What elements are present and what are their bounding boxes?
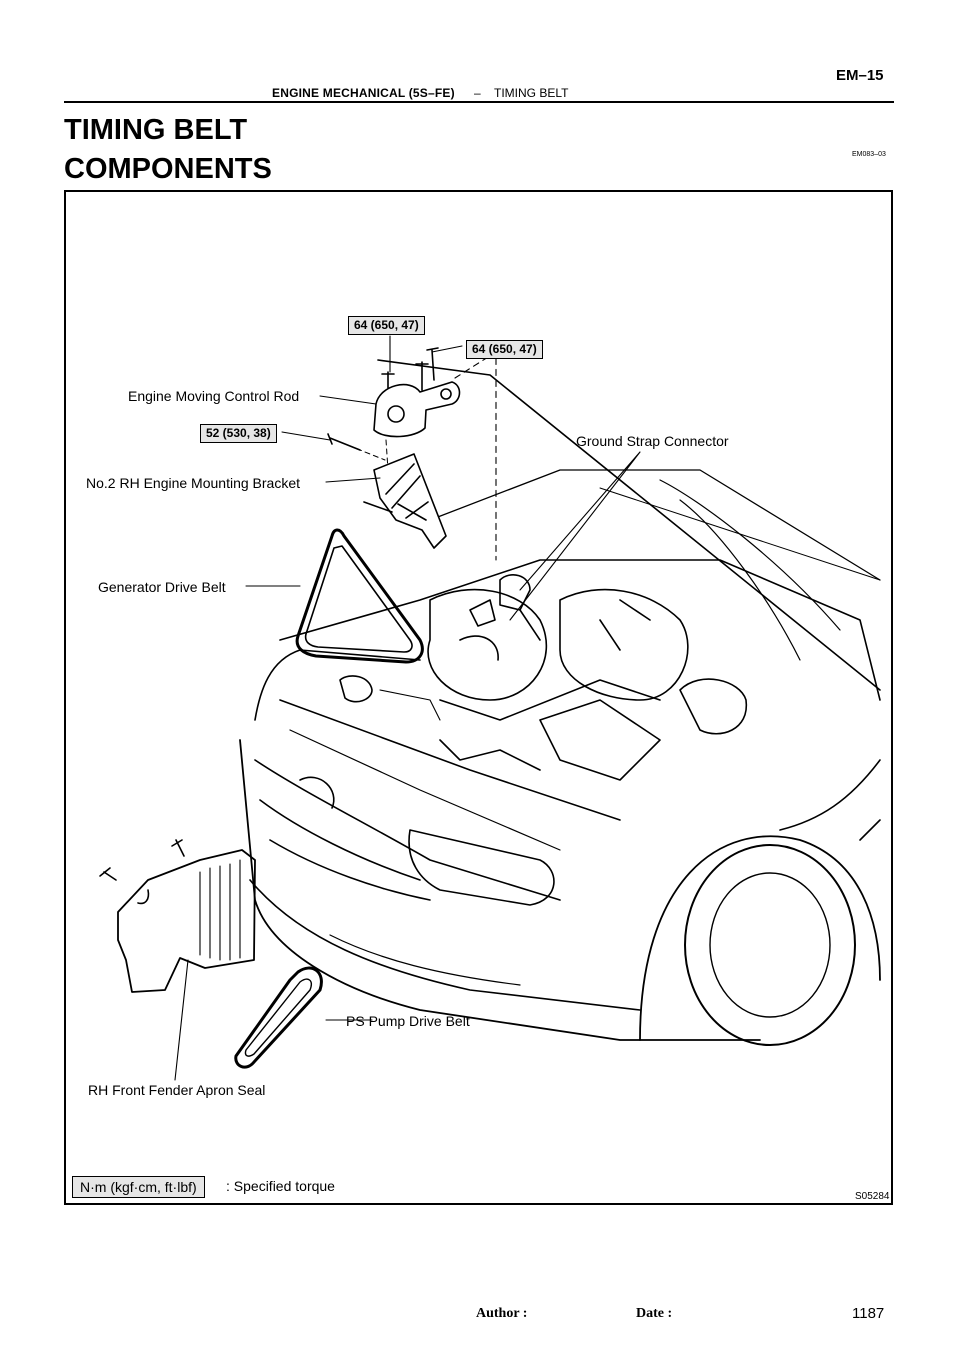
figure-id: S05284 [855,1191,890,1202]
header-rule [64,101,894,103]
label-ps-pump-drive-belt: PS Pump Drive Belt [346,1013,470,1029]
footer-page-number: 1187 [852,1305,885,1322]
document-code: EM083–03 [852,151,886,158]
footer-author: Author : [476,1306,528,1321]
figure-frame [64,190,893,1205]
header-page-code: EM–15 [836,67,884,84]
torque-label-rod-bolt: 64 (650, 47) [466,340,543,359]
page-subtitle: COMPONENTS [64,153,272,185]
header-subsection: TIMING BELT [494,86,569,100]
label-generator-drive-belt: Generator Drive Belt [98,579,226,595]
footer-date: Date : [636,1306,673,1321]
torque-legend-unit: N·m (kgf·cm, ft·lbf) [72,1176,205,1198]
label-mounting-bracket: No.2 RH Engine Mounting Bracket [86,475,300,491]
page-title: TIMING BELT [64,114,248,146]
torque-label-bracket: 52 (530, 38) [200,424,277,443]
header-section-title: ENGINE MECHANICAL (5S–FE) [272,86,455,100]
header-separator: – [474,86,481,100]
label-ground-strap-connector: Ground Strap Connector [576,433,729,449]
label-engine-moving-control-rod: Engine Moving Control Rod [128,388,300,404]
torque-label-rod-top: 64 (650, 47) [348,316,425,335]
label-fender-apron-seal: RH Front Fender Apron Seal [88,1082,266,1098]
torque-legend-text: : Specified torque [226,1178,335,1194]
